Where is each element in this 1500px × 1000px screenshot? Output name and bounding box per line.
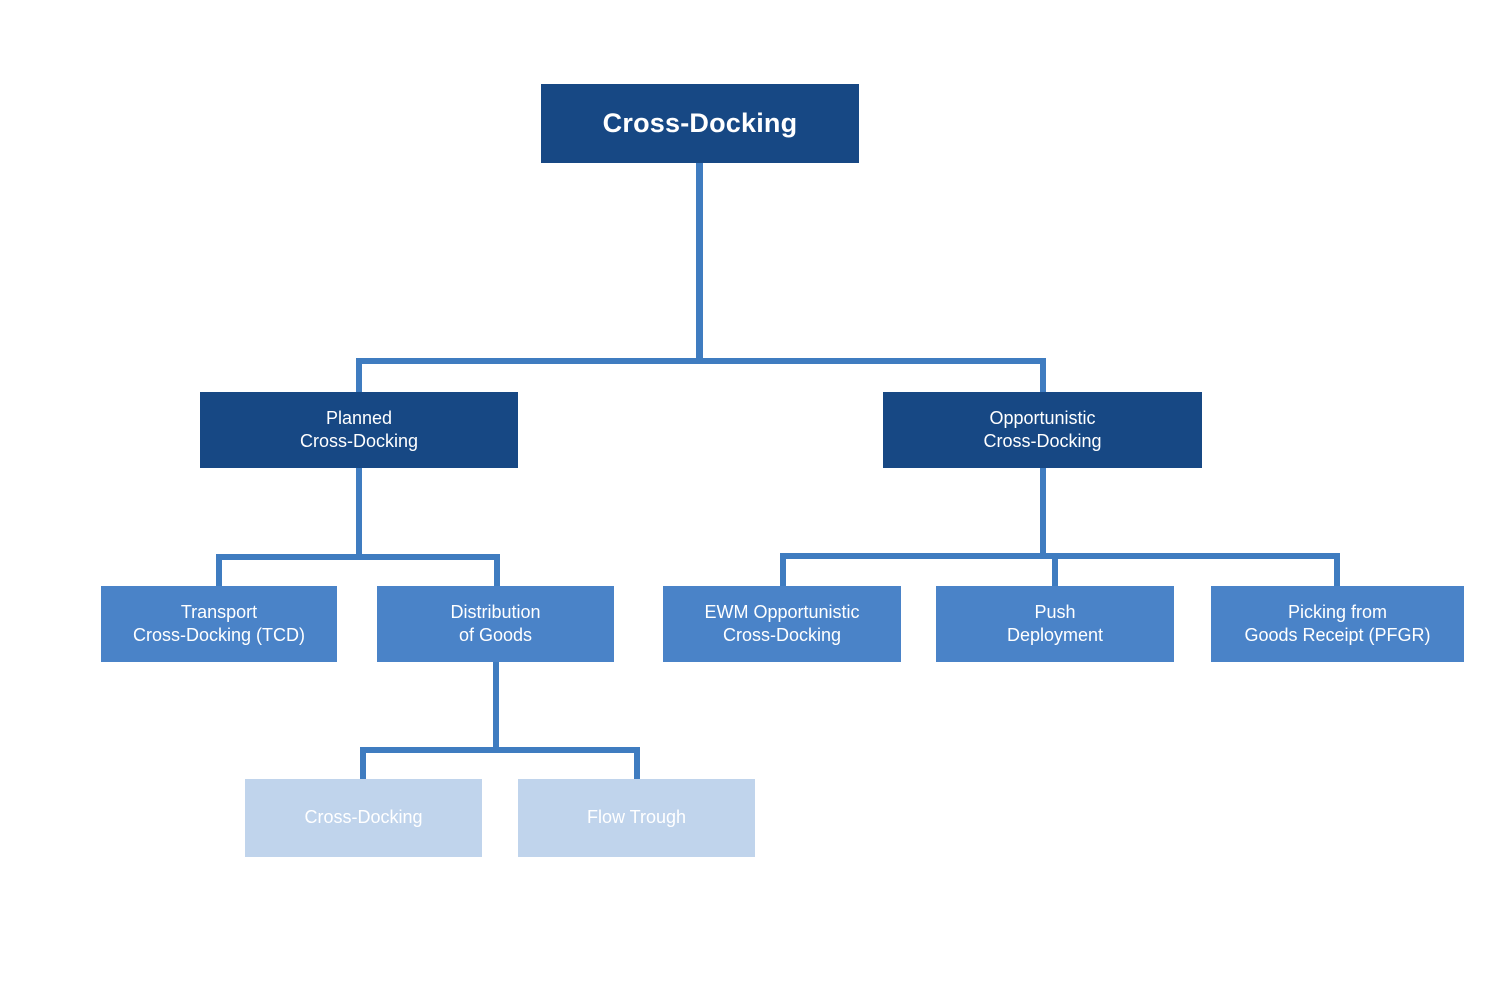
connector-to-tcd xyxy=(216,554,222,586)
node-picking-from-goods-receipt-pfgr[interactable]: Picking from Goods Receipt (PFGR) xyxy=(1211,586,1464,662)
node-flow-trough[interactable]: Flow Trough xyxy=(518,779,755,857)
node-cross-docking-leaf[interactable]: Cross-Docking xyxy=(245,779,482,857)
connector-level1-bus xyxy=(356,358,1046,364)
connector-to-push-deployment xyxy=(1052,553,1058,587)
node-opportunistic-cross-docking[interactable]: Opportunistic Cross-Docking xyxy=(883,392,1202,468)
connector-opportunistic-stem xyxy=(1040,467,1046,557)
connector-to-pfgr xyxy=(1334,553,1340,587)
node-cross-docking-root[interactable]: Cross-Docking xyxy=(541,84,859,163)
node-push-deployment[interactable]: Push Deployment xyxy=(936,586,1174,662)
connector-root-stem xyxy=(696,163,703,361)
connector-to-opportunistic xyxy=(1040,358,1046,394)
connector-to-planned xyxy=(356,358,362,394)
node-transport-cross-docking-tcd[interactable]: Transport Cross-Docking (TCD) xyxy=(101,586,337,662)
node-ewm-opportunistic-cross-docking[interactable]: EWM Opportunistic Cross-Docking xyxy=(663,586,901,662)
node-planned-cross-docking[interactable]: Planned Cross-Docking xyxy=(200,392,518,468)
connector-right-branch-bus xyxy=(780,553,1340,559)
connector-distribution-stem xyxy=(493,661,499,751)
connector-to-flow-trough xyxy=(634,747,640,781)
connector-planned-stem xyxy=(356,467,362,559)
node-distribution-of-goods[interactable]: Distribution of Goods xyxy=(377,586,614,662)
connector-to-cross-docking-leaf xyxy=(360,747,366,781)
connector-to-distribution xyxy=(494,554,500,586)
connector-left-branch-bus xyxy=(216,554,500,560)
connector-bottom-branch-bus xyxy=(360,747,640,753)
connector-to-ewm xyxy=(780,553,786,587)
